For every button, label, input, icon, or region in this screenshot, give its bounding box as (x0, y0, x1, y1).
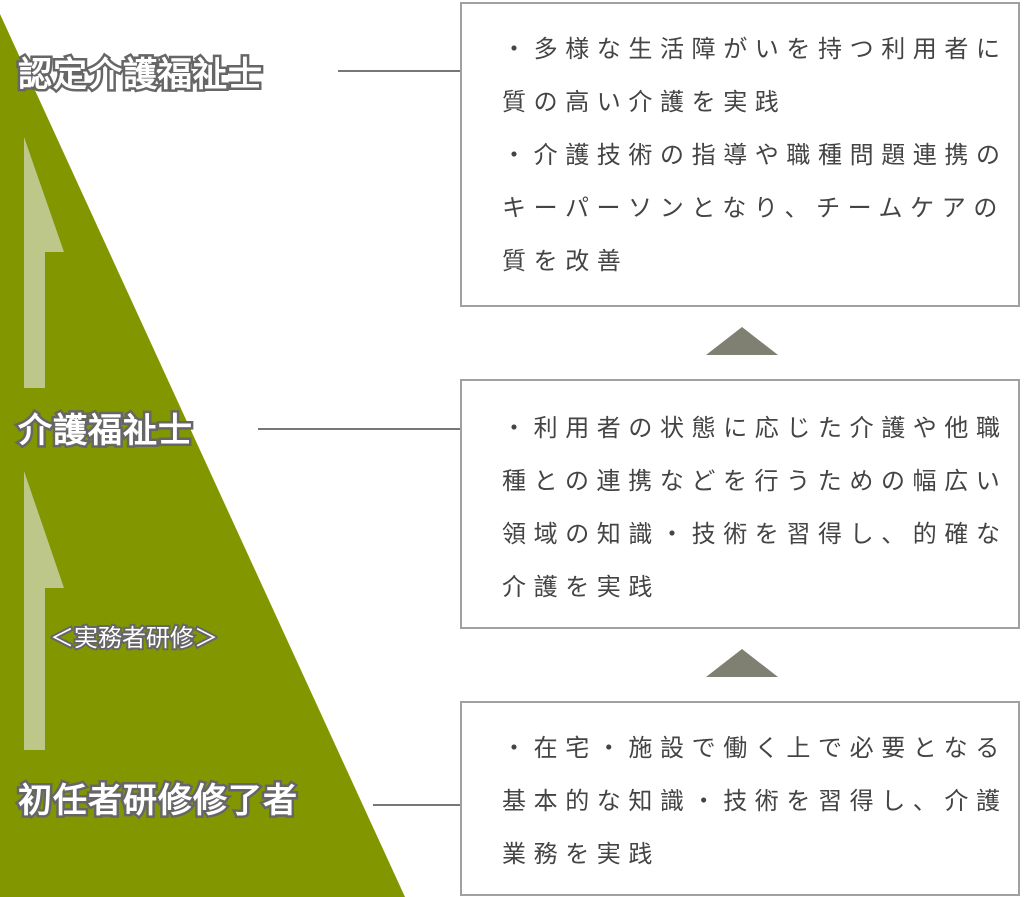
desc-line: 質の高い介護を実践 (502, 88, 787, 116)
desc-line: 領域の知識・技術を習得し、的確な (502, 520, 1008, 548)
desc-line: ・多様な生活障がいを持つ利用者に (502, 35, 1008, 63)
level-title-care-worker: 介護福祉士 (16, 411, 195, 451)
connector-line (373, 804, 460, 806)
training-label: ＜実務者研修＞ (48, 624, 220, 652)
connector-line (338, 70, 460, 72)
desc-line: 基本的な知識・技術を習得し、介護 (502, 787, 1008, 815)
connector-line (258, 428, 460, 430)
desc-line: 業務を実践 (502, 840, 660, 868)
description-box-initial: ・在宅・施設で働く上で必要となる 基本的な知識・技術を習得し、介護 業務を実践 (460, 701, 1020, 896)
arrow-up-lower (24, 471, 64, 750)
description-box-care-worker: ・利用者の状態に応じた介護や他職 種との連携などを行うための幅広い 領域の知識・… (460, 379, 1020, 629)
level-title-initial-training-graduate: 初任者研修修了者 (16, 781, 300, 821)
pyramid (0, 14, 405, 897)
description-box-certified: ・多様な生活障がいを持つ利用者に 質の高い介護を実践 ・介護技術の指導や職種問題… (460, 2, 1020, 307)
desc-line: キーパーソンとなり、チームケアの (502, 194, 1005, 222)
up-triangle-icon (706, 649, 778, 677)
level-title-certified-care-worker: 認定介護福祉士 (16, 55, 265, 95)
arrow-up-upper (24, 137, 64, 388)
up-triangle-icon (706, 327, 778, 355)
desc-line: ・利用者の状態に応じた介護や他職 (502, 414, 1008, 442)
desc-line: ・介護技術の指導や職種問題連携の (502, 141, 1008, 169)
desc-line: 介護を実践 (502, 573, 660, 601)
desc-line: 種との連携などを行うための幅広い (502, 467, 1008, 495)
desc-line: 質を改善 (502, 247, 629, 275)
desc-line: ・在宅・施設で働く上で必要となる (502, 734, 1007, 762)
